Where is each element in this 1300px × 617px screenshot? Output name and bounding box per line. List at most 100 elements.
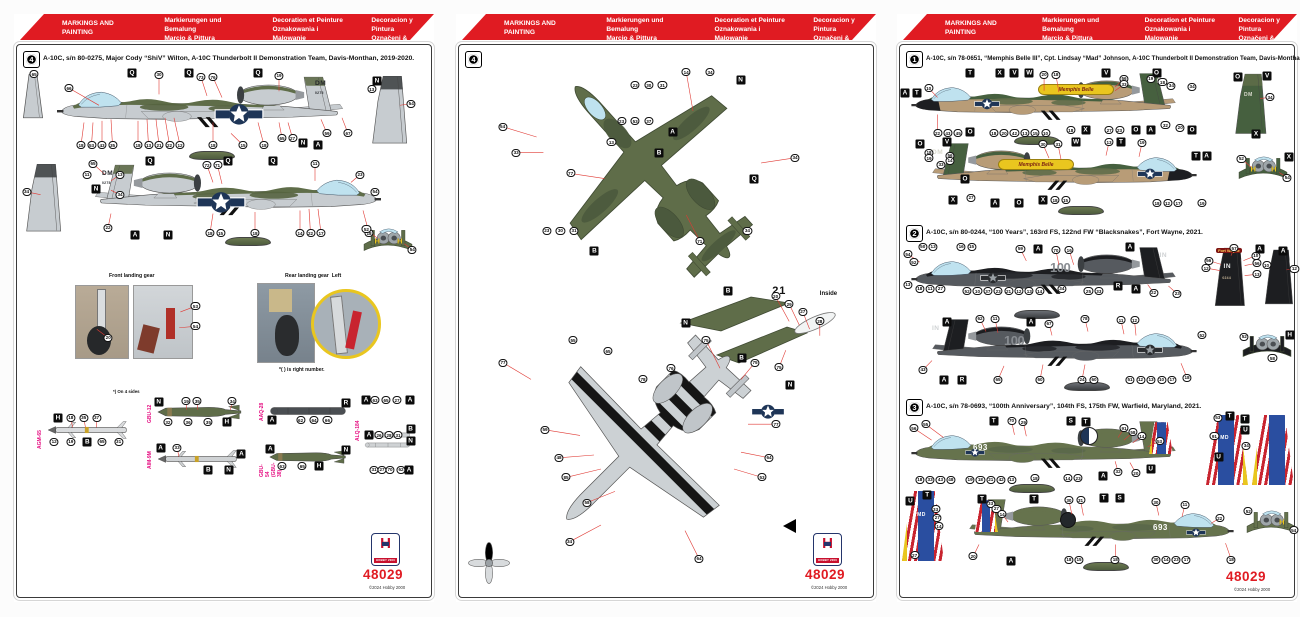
- callout-number: 14: [1137, 432, 1147, 441]
- callout-number: 18: [989, 129, 999, 138]
- callout-number: 54: [406, 99, 416, 108]
- callout-number: 59: [1015, 244, 1025, 253]
- callout-number: 22: [932, 129, 943, 138]
- letter-box: B: [203, 465, 213, 475]
- callout-number: 28: [384, 431, 394, 439]
- callout-number: 65: [993, 375, 1003, 384]
- markings-banner: MARKINGS AND PAINTING Markierungen und B…: [20, 14, 434, 40]
- callout-number: 42: [996, 475, 1006, 484]
- letter-mark: H: [374, 236, 380, 246]
- letter-box: N: [341, 445, 351, 455]
- letter-box: T: [1029, 494, 1039, 504]
- callout-number: 42: [1009, 129, 1020, 138]
- letter-box: A: [1026, 317, 1036, 327]
- callout-number: 30: [555, 226, 565, 235]
- callout-number: 76: [666, 364, 676, 373]
- letter-box: W: [1071, 137, 1081, 147]
- callout-number: 19: [1146, 74, 1156, 83]
- letter-box: T: [989, 416, 999, 426]
- letter-box: A: [156, 443, 166, 453]
- logo-band-text: HOBBY 2000: [374, 557, 397, 563]
- scheme-caption: A-10C, s/n 78-0693, “100th Anniversary”,…: [926, 403, 1202, 410]
- callout-number: 51: [1125, 375, 1135, 384]
- letter-box: X: [995, 68, 1005, 78]
- callout-number: 33: [1119, 80, 1129, 89]
- letter-box: A: [1098, 471, 1108, 481]
- letter-box: A: [1255, 244, 1265, 254]
- callout-number: 70: [1006, 416, 1017, 425]
- fin-top-text: Fort Wayne: [1216, 248, 1242, 254]
- callout-number: 62: [296, 416, 306, 425]
- letter-box: U: [1240, 425, 1250, 435]
- callout-number: 91: [1119, 424, 1129, 433]
- callout-number: 32: [1113, 467, 1123, 476]
- callout-number: 60: [1089, 375, 1099, 384]
- letter-box: A: [1131, 284, 1141, 294]
- callout-number: 67: [343, 129, 353, 138]
- callout-number: 33: [986, 499, 996, 508]
- scheme-badge: 1: [906, 51, 923, 68]
- callout-number: 12: [1162, 199, 1173, 208]
- callout-number: 18: [1051, 70, 1061, 79]
- callout-number: 19: [1197, 199, 1207, 208]
- callout-number: 34: [21, 187, 32, 196]
- callout-number: 31: [114, 437, 124, 446]
- callout-number: 65: [297, 462, 307, 471]
- fin-detail-small: 65: [21, 70, 45, 123]
- callout-number: 18: [1110, 555, 1120, 564]
- letter-box: Q: [184, 68, 194, 78]
- callout-number: 15: [966, 242, 977, 251]
- callout-number: 31: [569, 226, 579, 235]
- letter-box: N: [736, 75, 746, 85]
- nose-number: 693: [973, 442, 988, 452]
- callout-number: 27: [966, 193, 976, 202]
- callout-number: 22: [164, 141, 175, 150]
- callout-number: 34: [1057, 284, 1067, 293]
- callout-number: 24: [1077, 375, 1087, 384]
- rear-gear-magnifier: 55(56)57(58): [311, 289, 381, 359]
- callout-number: 12: [1289, 264, 1299, 273]
- letter-box: N: [154, 397, 164, 407]
- letter-box: O: [1187, 125, 1197, 135]
- letter-box: U: [1214, 452, 1224, 462]
- callout-number: 12: [1014, 287, 1024, 296]
- part-number: 48029: [805, 567, 846, 582]
- letter-box: S: [1066, 416, 1076, 426]
- callout-number: 14: [295, 229, 305, 238]
- letter-box: A: [361, 395, 371, 405]
- scheme-caption: A-10C, s/n 78-0651, “Memphis Belle III”,…: [926, 55, 1300, 62]
- tail-code: DM: [102, 169, 114, 177]
- callout-number: 30: [1038, 140, 1048, 149]
- callout-number: 12: [1201, 264, 1211, 273]
- fin-detail-left: 34: [21, 163, 67, 235]
- callout-number: 35: [203, 418, 213, 427]
- callout-number: 37: [644, 117, 654, 126]
- letter-box: O: [915, 139, 925, 149]
- letter-box: V: [1101, 68, 1111, 78]
- callout-number: 13: [1104, 138, 1114, 147]
- callout-number: 53: [190, 302, 201, 311]
- callout-number: 12: [1129, 316, 1140, 325]
- callout-number: 18: [208, 141, 218, 150]
- callout-number: 19: [1137, 138, 1147, 147]
- letter-box: X: [948, 195, 958, 205]
- letter-box: V: [1262, 71, 1272, 81]
- letter-box: A: [130, 230, 140, 240]
- letter-box: T: [912, 88, 922, 98]
- callout-number: 17: [1167, 375, 1177, 384]
- callout-number: 73: [196, 73, 206, 82]
- callout-number: 71: [695, 237, 705, 245]
- letter-box: N: [681, 318, 690, 328]
- callout-number: 34: [227, 397, 237, 405]
- part-number: 48029: [1226, 569, 1267, 584]
- callout-number: 18: [133, 141, 143, 150]
- callout-number: 13: [143, 141, 154, 150]
- callout-number: 27: [935, 284, 946, 293]
